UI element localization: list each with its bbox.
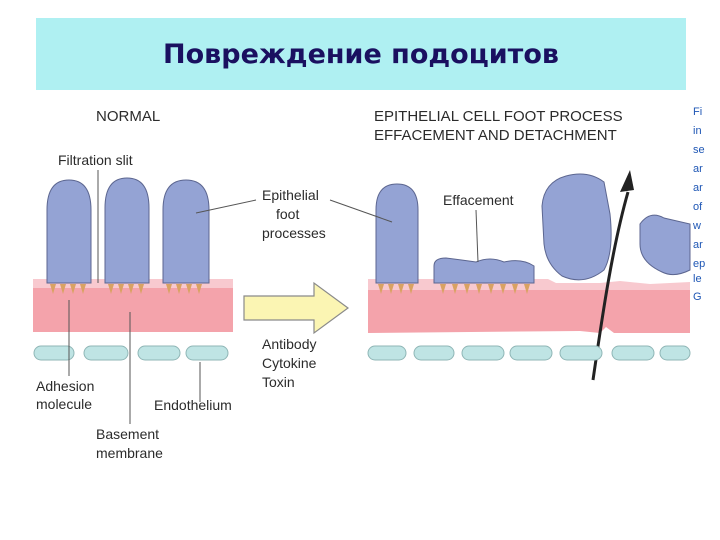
side-text-fragment: in bbox=[693, 125, 702, 137]
adhesion-molecules-normal bbox=[50, 284, 202, 294]
detached-cell bbox=[639, 214, 691, 276]
label-basement-line1: Basement bbox=[96, 426, 159, 442]
basement-membrane-normal-core bbox=[33, 288, 233, 332]
foot-process bbox=[46, 179, 92, 284]
label-adhesion-line2: molecule bbox=[36, 396, 92, 412]
label-epithelial-line2: foot bbox=[276, 206, 299, 222]
side-text-fragment: se bbox=[693, 144, 705, 156]
foot-process bbox=[104, 177, 150, 284]
page-title: Повреждение подоцитов bbox=[163, 38, 559, 70]
injured-heading-line2: EFFACEMENT AND DETACHMENT bbox=[374, 127, 617, 144]
foot-processes-normal bbox=[46, 177, 210, 284]
label-epithelial-line1: Epithelial bbox=[262, 187, 319, 203]
side-text-fragment: G bbox=[693, 291, 702, 303]
detached-cell bbox=[541, 173, 612, 281]
side-text-fragment: ep bbox=[693, 258, 705, 270]
leader-lines-normal bbox=[68, 170, 257, 424]
adhesion-molecules-injured bbox=[378, 284, 530, 294]
foot-process bbox=[162, 179, 210, 284]
label-basement-line2: membrane bbox=[96, 445, 163, 461]
side-text-fragment: ar bbox=[693, 239, 703, 251]
endothelium-normal bbox=[33, 345, 229, 361]
side-text-fragment: ar bbox=[693, 182, 703, 194]
side-text-fragment: Fi bbox=[693, 106, 702, 118]
label-endothelium: Endothelium bbox=[154, 397, 232, 413]
label-cause-line2: Cytokine bbox=[262, 355, 317, 371]
basement-membrane-injured bbox=[368, 290, 690, 333]
endothelium-injured bbox=[367, 345, 691, 361]
normal-heading: NORMAL bbox=[96, 108, 160, 125]
side-text-fragment: le bbox=[693, 273, 702, 285]
injured-heading-line1: EPITHELIAL CELL FOOT PROCESS bbox=[374, 108, 623, 125]
label-cause-line1: Antibody bbox=[262, 336, 316, 352]
label-filtration-slit: Filtration slit bbox=[58, 152, 133, 168]
foot-processes-injured bbox=[375, 173, 691, 284]
side-text-fragment: w bbox=[692, 220, 701, 232]
side-text-fragments: Fi in se ar ar of w ar ep le G bbox=[692, 106, 705, 303]
effaced-foot-process bbox=[433, 257, 535, 284]
label-adhesion-line1: Adhesion bbox=[36, 378, 94, 394]
foot-process bbox=[375, 183, 419, 284]
title-banner: Повреждение подоцитов bbox=[36, 18, 686, 90]
side-text-fragment: ar bbox=[693, 163, 703, 175]
label-cause-line3: Toxin bbox=[262, 374, 295, 390]
label-effacement: Effacement bbox=[443, 192, 514, 208]
leader-lines-injured bbox=[329, 199, 479, 263]
transition-arrow bbox=[243, 281, 350, 335]
side-text-fragment: of bbox=[693, 201, 703, 213]
label-epithelial-line3: processes bbox=[262, 225, 326, 241]
